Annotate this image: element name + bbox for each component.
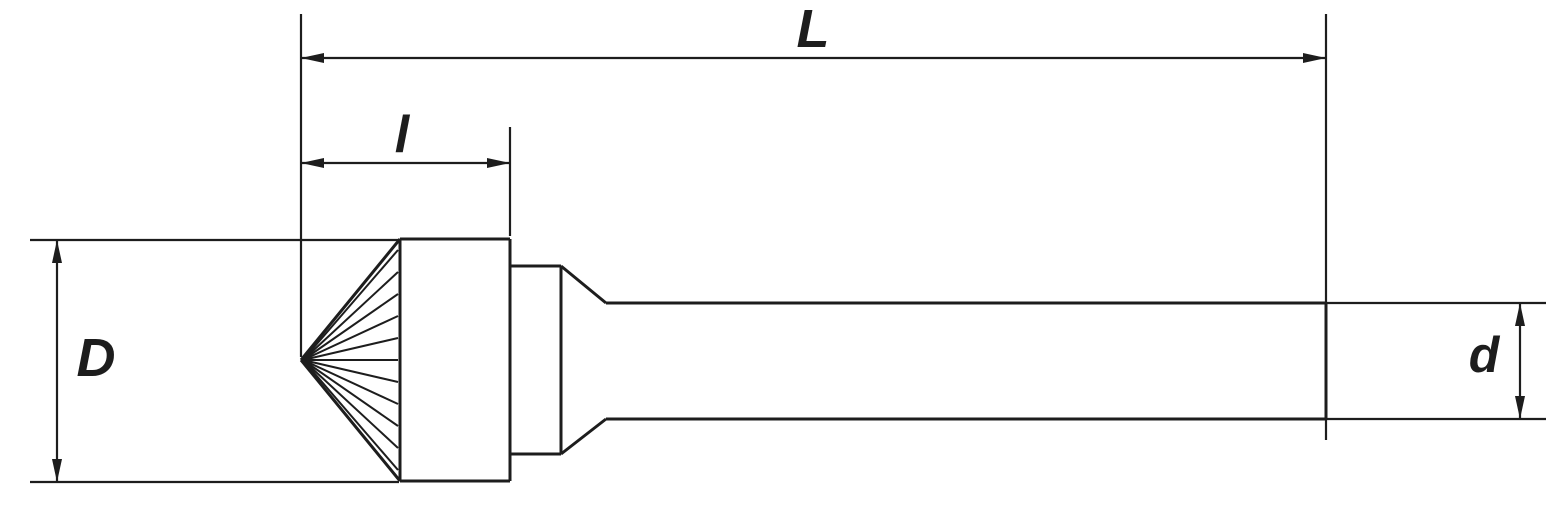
dimension-label-D: D <box>77 328 116 388</box>
dimension-head-length: l <box>301 106 512 236</box>
flute-line <box>302 293 399 361</box>
dimension-label-L: L <box>797 0 830 59</box>
tool-outline <box>299 237 1328 483</box>
flute-line <box>302 359 399 405</box>
flute-line <box>302 359 399 427</box>
arrowhead-right <box>1303 53 1326 63</box>
arrowhead-right <box>487 158 510 168</box>
arrowhead-top <box>52 240 62 263</box>
dimension-label-d: d <box>1469 327 1501 383</box>
taper-bottom <box>560 417 607 456</box>
arrowhead-bottom <box>52 459 62 482</box>
dimension-shank-diameter: d <box>1326 301 1546 421</box>
taper-top <box>560 264 607 305</box>
cone-bottom-edge <box>299 359 402 482</box>
dimension-overall-length: L <box>299 0 1328 440</box>
cone-top-edge <box>299 238 402 361</box>
cone-flutes <box>302 249 399 471</box>
arrowhead-left <box>301 158 324 168</box>
dimension-head-diameter: D <box>30 238 399 484</box>
flute-line <box>302 359 399 471</box>
arrowhead-top <box>1515 303 1525 326</box>
flute-line <box>302 359 399 449</box>
arrowhead-left <box>301 53 324 63</box>
flute-line <box>302 315 399 361</box>
flute-line <box>302 337 399 361</box>
flute-line <box>302 359 399 383</box>
flute-line <box>302 249 399 361</box>
dimension-label-l: l <box>395 106 411 164</box>
arrowhead-bottom <box>1515 396 1525 419</box>
flute-line <box>302 271 399 361</box>
